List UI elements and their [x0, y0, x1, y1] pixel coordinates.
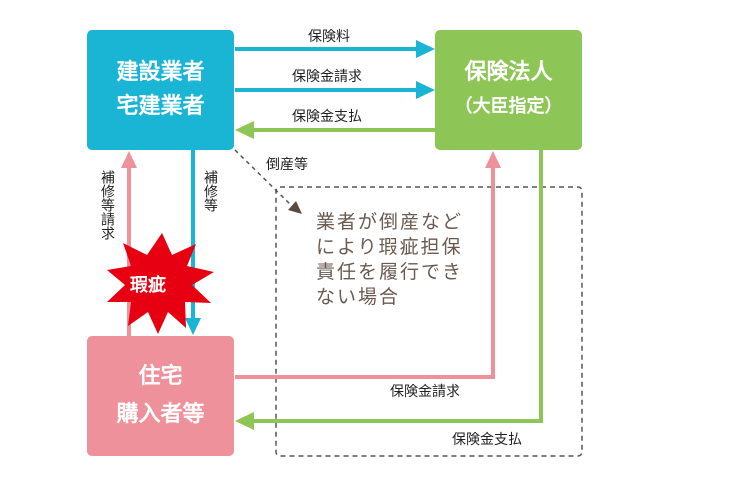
arrowhead-icon: [288, 201, 302, 214]
premium-arrow: [235, 40, 435, 58]
note-line: により瑕疵担保: [316, 236, 463, 258]
arrowhead-icon: [416, 40, 435, 58]
repair-label: 補修等: [202, 170, 218, 212]
insurer-box: 保険法人 （大臣指定）: [435, 30, 582, 150]
arrowhead-icon: [235, 412, 254, 430]
arrowhead-icon: [235, 121, 254, 139]
builder-label-1: 建設業者: [116, 60, 205, 85]
arrowhead-icon: [416, 81, 435, 99]
builder-label-2: 宅建業者: [116, 94, 205, 119]
defect-starburst-icon: [107, 233, 214, 334]
buyer-claim-arrow: [235, 151, 501, 379]
buyer-label-2: 購入者等: [116, 402, 205, 427]
payment-to-builder-label: 保険金支払: [292, 109, 362, 125]
payment-to-builder-arrow: [235, 121, 435, 139]
repair-arrow: [185, 150, 201, 335]
insurer-label-1: 保険法人: [464, 60, 553, 85]
arrowhead-icon: [185, 318, 201, 335]
buyer-claim-label: 保険金請求: [390, 384, 460, 400]
defect-label: 瑕疵: [130, 275, 166, 296]
repair-request-label: 補修等請求: [99, 170, 115, 240]
buyer-label-1: 住宅: [138, 364, 183, 389]
note-line: 業者が倒産など: [316, 211, 464, 233]
arrowhead-icon: [121, 151, 137, 168]
builder-claim-arrow: [235, 81, 435, 99]
arrowhead-icon: [485, 151, 501, 168]
note-line: 責任を履行でき: [316, 261, 464, 283]
payment-to-buyer-arrow: [235, 150, 543, 430]
bankruptcy-label: 倒産等: [266, 157, 308, 173]
premium-label: 保険料: [308, 29, 350, 45]
bankruptcy-case-note: 業者が倒産など により瑕疵担保 責任を履行でき ない場合: [316, 210, 463, 310]
buyer-box: 住宅 購入者等: [87, 336, 234, 456]
insurer-label-2: （大臣指定）: [454, 96, 563, 117]
bankruptcy-arrow: [234, 149, 302, 214]
payment-to-buyer-label: 保険金支払: [452, 432, 522, 448]
bankruptcy-case-frame: [275, 186, 583, 457]
builder-claim-label: 保険金請求: [292, 69, 362, 85]
builder-box: 建設業者 宅建業者: [87, 30, 234, 150]
note-line: ない場合: [316, 286, 401, 308]
